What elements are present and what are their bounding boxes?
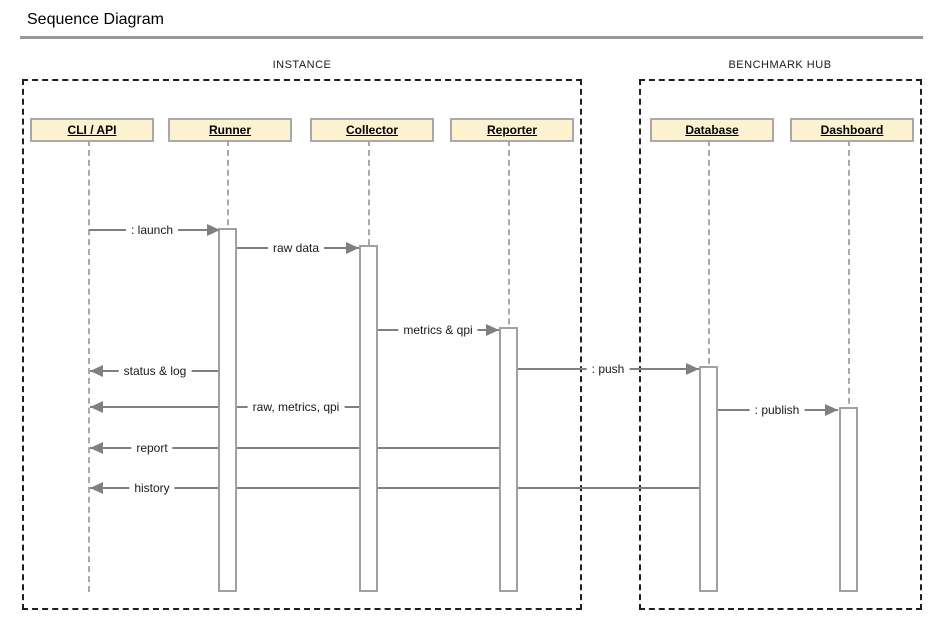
lifeline-cli-api <box>88 140 90 592</box>
actor-database: Database <box>650 118 774 142</box>
message-line-report <box>90 447 499 449</box>
message-label-report: report <box>131 440 173 456</box>
frame-label-instance: INSTANCE <box>272 59 332 71</box>
message-label-push: : push <box>586 361 630 377</box>
arrowhead-status-log-icon <box>90 365 103 377</box>
activation-runner <box>218 228 237 592</box>
actor-cli-api: CLI / API <box>30 118 154 142</box>
message-label-launch: : launch <box>125 222 179 238</box>
arrowhead-report-icon <box>90 442 103 454</box>
arrowhead-metrics-qpi-icon <box>486 324 499 336</box>
arrowhead-push-icon <box>686 363 699 375</box>
arrowhead-history-icon <box>90 482 103 494</box>
message-label-raw-data: raw data <box>267 240 325 256</box>
frame-instance <box>22 79 582 610</box>
message-label-history: history <box>129 480 175 496</box>
message-label-status-log: status & log <box>118 363 192 379</box>
actor-dashboard: Dashboard <box>790 118 914 142</box>
message-label-publish: : publish <box>749 402 805 418</box>
message-label-metrics-qpi: metrics & qpi <box>398 322 478 338</box>
activation-database <box>699 366 718 592</box>
message-label-raw-metrics-qpi: raw, metrics, qpi <box>247 399 345 415</box>
frame-benchmark-hub <box>639 79 922 610</box>
arrowhead-launch-icon <box>207 224 220 236</box>
actor-reporter: Reporter <box>450 118 574 142</box>
lifeline-dashboard <box>848 140 850 592</box>
activation-reporter <box>499 327 518 592</box>
arrowhead-raw-metrics-qpi-icon <box>90 401 103 413</box>
actor-runner: Runner <box>168 118 292 142</box>
message-line-history <box>90 487 699 489</box>
activation-collector <box>359 245 378 592</box>
activation-dashboard <box>839 407 858 592</box>
frame-label-benchmark-hub: BENCHMARK HUB <box>728 59 832 71</box>
page-title: Sequence Diagram <box>27 11 164 28</box>
title-divider <box>20 36 923 39</box>
arrowhead-publish-icon <box>825 404 838 416</box>
arrowhead-raw-data-icon <box>346 242 359 254</box>
actor-collector: Collector <box>310 118 434 142</box>
